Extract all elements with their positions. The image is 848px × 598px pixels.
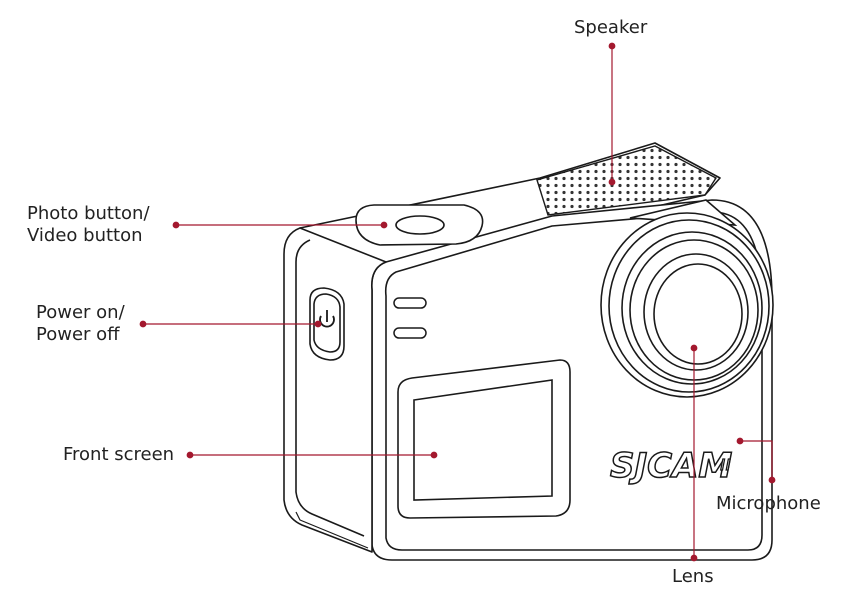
leader-lines [139, 42, 776, 562]
label-microphone: Microphone [716, 493, 821, 514]
photo-video-button [355, 204, 484, 246]
label-photo-video-button: Photo button/ Video button [27, 203, 150, 246]
speaker-grille [536, 145, 718, 216]
label-speaker: Speaker [574, 17, 648, 38]
lens [600, 199, 774, 398]
power-symbol-icon [319, 315, 335, 328]
svg-text:ıı: ıı [720, 451, 731, 475]
front-screen [397, 359, 571, 519]
indicator-lights [393, 297, 427, 339]
label-lens: Lens [672, 566, 714, 587]
sjcam-logo: SJCAM ıı [609, 445, 733, 487]
label-power: Power on/ Power off [36, 302, 125, 345]
label-front-screen: Front screen [63, 444, 175, 465]
power-button [309, 287, 345, 361]
svg-text:SJCAM: SJCAM [610, 446, 732, 486]
